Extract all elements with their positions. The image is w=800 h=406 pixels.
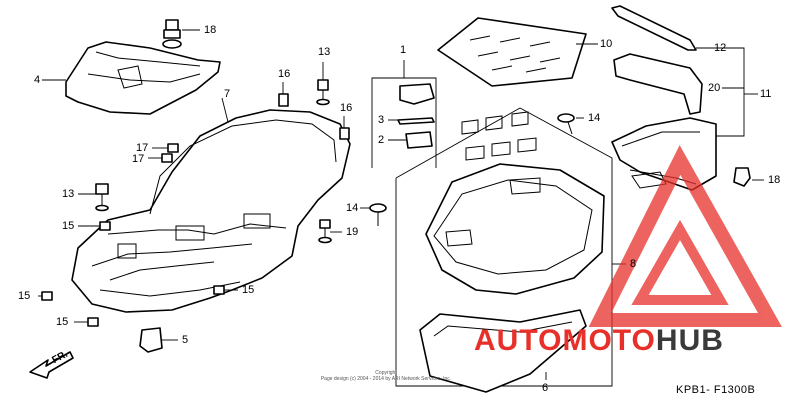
callout-13-upper: 13 xyxy=(318,46,331,58)
part-14-screw-upper xyxy=(557,113,584,135)
callout-17-lower: 17 xyxy=(132,153,145,165)
callout-19: 19 xyxy=(346,226,359,238)
part-7-luggage-frame xyxy=(71,97,351,313)
callout-14-lower: 14 xyxy=(346,202,359,214)
part-12-seal-strip xyxy=(611,5,745,137)
callout-11: 11 xyxy=(760,88,772,100)
part-4-front-cover xyxy=(42,41,221,115)
part-13-bolt-upper xyxy=(316,62,330,106)
callout-15-2: 15 xyxy=(18,290,31,302)
copyright-line-1: Copyright xyxy=(375,370,397,376)
part-15-clip-1 xyxy=(78,221,111,231)
part-13-bolt-lower xyxy=(78,183,109,212)
part-15-clip-3 xyxy=(74,317,99,327)
callout-16-left: 16 xyxy=(278,68,291,80)
callout-16-right: 16 xyxy=(340,102,353,114)
watermark-text: AUTOMOTOHUB xyxy=(474,324,724,358)
callout-3: 3 xyxy=(378,114,385,126)
part-16-clip-left xyxy=(278,82,289,107)
part-5-bracket xyxy=(139,327,178,353)
callout-15-3: 15 xyxy=(56,316,69,328)
part-18-bolt-top xyxy=(162,19,200,49)
part-6-inner-panel xyxy=(419,309,587,393)
callout-12: 12 xyxy=(714,42,727,54)
part-18-bolt-right xyxy=(733,167,764,187)
part-16-clip-right xyxy=(339,116,350,140)
part-20-seal xyxy=(613,53,744,115)
callout-7: 7 xyxy=(224,88,231,100)
part-17-nut-lower xyxy=(148,153,173,163)
callout-4: 4 xyxy=(34,74,41,86)
part-1-lock-assembly xyxy=(371,60,437,168)
callout-13-lower: 13 xyxy=(62,188,75,200)
watermark-text-part1: AUTOMOTO xyxy=(474,324,656,357)
callout-2: 2 xyxy=(378,134,385,146)
callout-6: 6 xyxy=(542,382,549,394)
front-direction-arrow xyxy=(29,351,74,379)
callout-18-top: 18 xyxy=(204,24,217,36)
part-15-clip-4 xyxy=(213,285,238,295)
part-19-bolt xyxy=(318,219,342,244)
callout-10: 10 xyxy=(600,38,613,50)
callout-8: 8 xyxy=(630,258,637,270)
part-10-mat xyxy=(437,17,598,87)
callout-17-upper: 17 xyxy=(136,142,149,154)
callout-14-upper: 14 xyxy=(588,112,601,124)
part-17-nut-upper xyxy=(152,143,179,153)
callout-5: 5 xyxy=(182,334,189,346)
callout-15-1: 15 xyxy=(62,220,75,232)
callout-20: 20 xyxy=(708,82,721,94)
watermark-text-part2: HUB xyxy=(655,324,724,357)
callout-15-4: 15 xyxy=(242,284,255,296)
watermark-logo-triangle xyxy=(588,145,782,327)
copyright-notice: Copyright Page design (c) 2004 - 2014 by… xyxy=(296,370,476,382)
callout-1: 1 xyxy=(400,44,407,56)
copyright-line-2: Page design (c) 2004 - 2014 by ARI Netwo… xyxy=(320,376,452,382)
callout-18-right: 18 xyxy=(768,174,781,186)
part-8-luggage-box xyxy=(395,107,626,387)
drawing-code: KPB1- F1300B xyxy=(676,384,756,396)
part-15-clip-2 xyxy=(38,291,53,301)
part-14-screw-lower xyxy=(360,203,387,226)
